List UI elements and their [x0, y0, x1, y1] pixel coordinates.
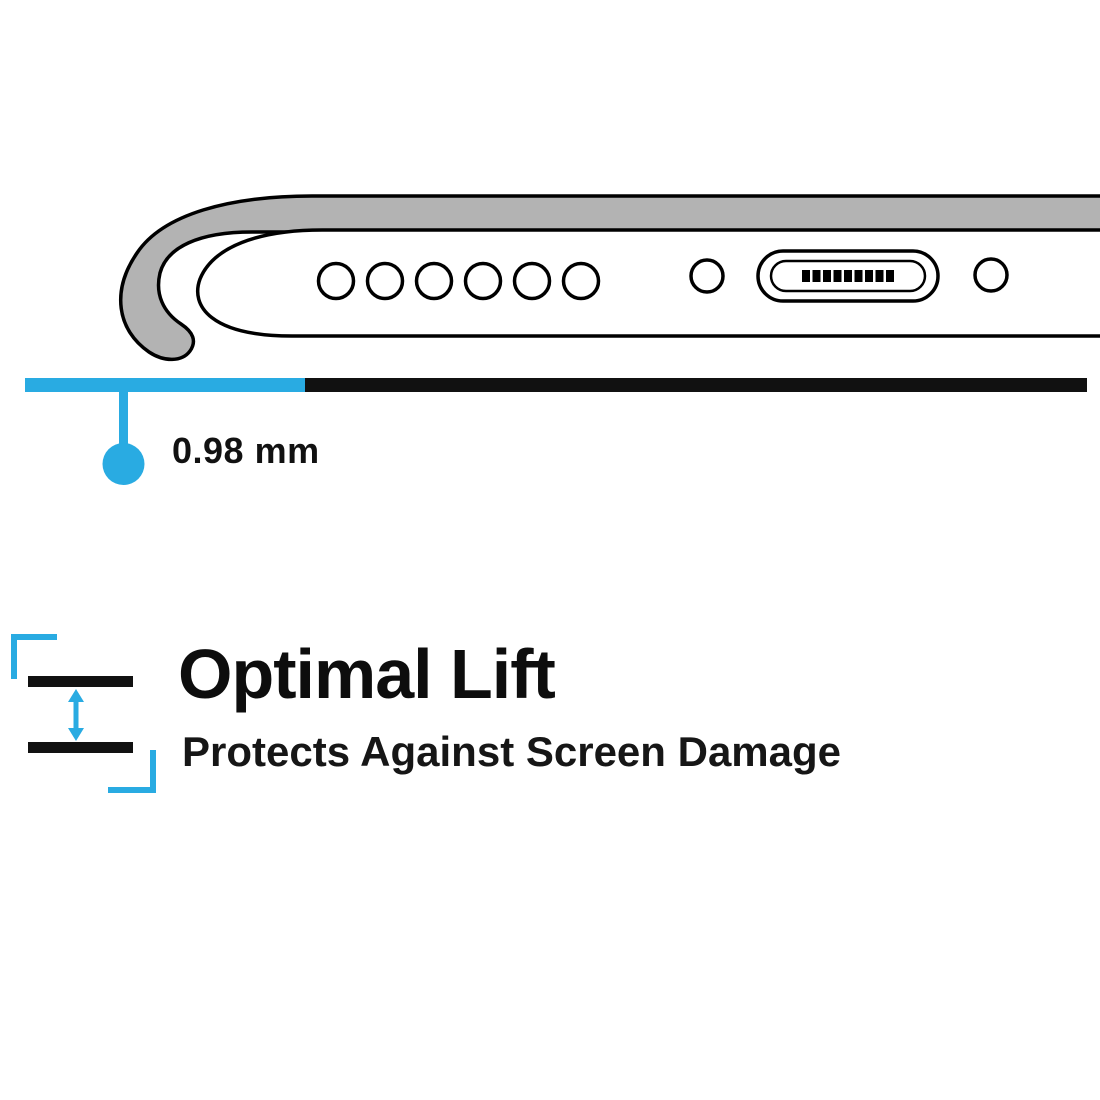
- case-lip-highlight-bar: [25, 378, 305, 392]
- surface-reference-bar: [305, 378, 1087, 392]
- gap-line-bottom: [28, 742, 133, 753]
- speaker-hole-icon: [463, 261, 503, 301]
- feature-title: Optimal Lift: [178, 635, 556, 713]
- screw-hole-icon: [689, 258, 725, 294]
- bracket-top-left: [11, 634, 57, 679]
- speaker-hole-icon: [561, 261, 601, 301]
- lift-gap-double-arrow-icon: [11, 634, 156, 793]
- speaker-hole-icon: [512, 261, 552, 301]
- measurement-stem: [119, 392, 128, 448]
- gap-line-top: [28, 676, 133, 687]
- speaker-hole-icon: [316, 261, 356, 301]
- speaker-hole-icons: [316, 261, 601, 301]
- measurement-dot: [102, 443, 145, 485]
- measurement-label: 0.98 mm: [172, 430, 320, 471]
- feature-subtitle: Protects Against Screen Damage: [182, 728, 842, 775]
- gap-arrow-head-up: [68, 689, 84, 702]
- gap-arrow-head-down: [68, 728, 84, 741]
- bracket-bottom-right: [108, 750, 156, 793]
- lift-measurement: [25, 378, 1087, 485]
- charging-port-icon: [756, 249, 940, 303]
- speaker-hole-icon: [365, 261, 405, 301]
- port-pins: [802, 270, 894, 282]
- screw-hole-icon: [973, 257, 1009, 293]
- speaker-hole-icon: [414, 261, 454, 301]
- phone-case-illustration: [118, 194, 1100, 362]
